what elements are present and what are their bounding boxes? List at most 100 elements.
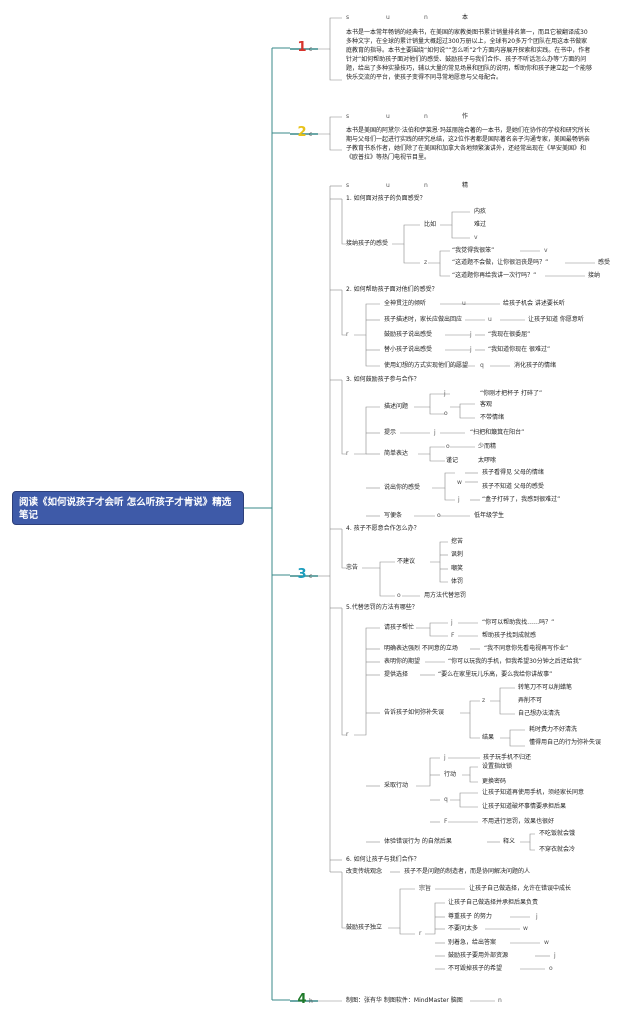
s1-node[interactable]: 接纳: [588, 272, 601, 279]
s5-node[interactable]: 结果: [482, 734, 495, 741]
s3-node[interactable]: “扫把和簸箕在阳台”: [470, 429, 525, 436]
branch-2-number[interactable]: 2: [297, 125, 307, 140]
s4-node[interactable]: 忠告: [346, 564, 359, 571]
branch-4-number[interactable]: 4: [297, 992, 307, 1007]
s3-node[interactable]: 谨记: [446, 457, 459, 464]
s2-title[interactable]: 2. 如何帮助孩子面对他们的感受？: [346, 286, 438, 293]
s3-node[interactable]: “你刚才把杯子 打碎了”: [480, 390, 543, 397]
s2-node[interactable]: 替小孩子说出感受: [384, 346, 433, 353]
s1-node[interactable]: 接纳孩子的感受: [346, 240, 389, 247]
s6-node[interactable]: 改变传统观念: [346, 868, 383, 875]
s6-node: j: [554, 952, 556, 959]
s6-title[interactable]: 6. 如何让孩子与我们合作？: [346, 856, 420, 863]
s2-node[interactable]: 孩子描述时，家长应做出回应: [384, 316, 463, 323]
s3-node[interactable]: “盒子打碎了，我感到很难过”: [482, 496, 561, 503]
s5-node[interactable]: 提供选择: [384, 671, 409, 678]
s5-node[interactable]: 请孩子帮忙: [384, 624, 415, 631]
s4-node[interactable]: 不建议: [397, 558, 416, 565]
s5-node[interactable]: 行动: [444, 771, 457, 778]
s3-node[interactable]: 太啰嗦: [478, 457, 497, 464]
s5-node[interactable]: 更换密码: [482, 778, 507, 785]
s3-title[interactable]: 3. 如何鼓励孩子参与合作？: [346, 376, 420, 383]
s6-node[interactable]: 宗旨: [419, 885, 432, 892]
s1-node[interactable]: 难过: [474, 221, 487, 228]
s5-node[interactable]: 不用进行惩罚，效果也很好: [482, 818, 555, 825]
s1-node[interactable]: 感受: [598, 259, 611, 266]
branch-3-number[interactable]: 3: [297, 567, 307, 582]
s5-node[interactable]: 告诉孩子如何弥补失误: [384, 709, 445, 716]
s2-node[interactable]: “我知道你现在 很难过”: [488, 346, 551, 353]
s3-node[interactable]: 低年级学生: [474, 512, 505, 519]
s5-node[interactable]: 孩子玩手机不归还: [483, 754, 532, 761]
s5-node[interactable]: 设置指纹锁: [482, 763, 513, 770]
b1-heading[interactable]: 本: [462, 14, 469, 21]
s5-node[interactable]: 不穿衣就会冷: [539, 846, 576, 853]
s1-node[interactable]: 内疚: [474, 208, 487, 215]
s5-title[interactable]: 5.代替惩罚的方法有哪些？: [346, 604, 418, 611]
s5-node[interactable]: 让孩子知道再使用手机，须经家长同意: [482, 789, 585, 796]
s4-node[interactable]: 挖苦: [451, 538, 464, 545]
s6-node[interactable]: 孩子不是问题的制造者，而是协同解决问题的人: [404, 868, 531, 875]
s6-node[interactable]: 尊重孩子 的努力: [448, 913, 492, 920]
s5-node[interactable]: “我不同意你先看电视再写作业”: [484, 645, 569, 652]
s5-node[interactable]: 让孩子知道破坏事情要承担后果: [482, 803, 567, 810]
s5-node[interactable]: “要么在家里玩儿乐高，要么我给你讲故事”: [438, 671, 553, 678]
s4-node[interactable]: 体罚: [451, 578, 464, 585]
s3-node[interactable]: 不带情绪: [480, 414, 505, 421]
s2-node[interactable]: 让孩子知道 你愿意听: [528, 316, 584, 323]
s5-node[interactable]: 表明你的期望: [384, 658, 421, 665]
s5-node[interactable]: 懂得用自己的行为弥补失误: [529, 739, 602, 746]
s6-node[interactable]: 鼓励孩子要用外部资源: [448, 952, 509, 959]
s2-node[interactable]: 使用幻想的方式实现他们的愿望: [384, 362, 469, 369]
s6-node[interactable]: 不可毁掉孩子的希望: [448, 965, 503, 972]
s5-node[interactable]: 弄削不可: [518, 697, 543, 704]
s1-node[interactable]: “这道题不会做，让你很沮丧是吗？”: [452, 259, 549, 266]
s2-node[interactable]: “我现在很委屈”: [488, 331, 531, 338]
b2-heading[interactable]: 作: [462, 113, 469, 120]
s6-node[interactable]: 别着急，给出答案: [448, 939, 497, 946]
s6-node[interactable]: 不要问太多: [448, 925, 479, 932]
root-topic[interactable]: 阅读《如何说孩子才会听 怎么听孩子才肯说》精选笔记: [12, 491, 244, 525]
s4-node[interactable]: 嘲笑: [451, 565, 464, 572]
s5-node[interactable]: 采取行动: [384, 782, 409, 789]
s5-node[interactable]: 帮助孩子找到成就感: [482, 632, 537, 639]
s2-node[interactable]: 全神贯注的倾听: [384, 300, 427, 307]
s5-node[interactable]: 不吃饭就会饿: [539, 830, 576, 837]
s2-node: u: [462, 300, 466, 307]
s3-node[interactable]: 简单表达: [384, 450, 409, 457]
s4-node[interactable]: 用方法代替惩罚: [424, 592, 467, 599]
s6-node[interactable]: 让孩子自己做选择并承担后果负责: [448, 899, 539, 906]
s6-node[interactable]: 鼓励孩子独立: [346, 924, 383, 931]
s3-node[interactable]: 孩子看得见 父母的情绪: [482, 469, 544, 476]
s1-node[interactable]: “这道题你再给我讲一次行吗？”: [452, 272, 537, 279]
s3-node[interactable]: 客观: [480, 401, 493, 408]
s5-node[interactable]: 自己想办法清洗: [518, 710, 561, 717]
s2-node[interactable]: 消化孩子的情绪: [514, 362, 557, 369]
s4-node[interactable]: 讽刺: [451, 551, 464, 558]
s3-node[interactable]: 少而精: [478, 443, 497, 450]
s1-node[interactable]: 比如: [424, 221, 437, 228]
s3-node[interactable]: 描述问题: [384, 403, 409, 410]
s4-title[interactable]: 4. 孩子不愿意合作怎么办？: [346, 525, 420, 532]
s3-node[interactable]: 写便条: [384, 512, 403, 519]
s1-title[interactable]: 1. 如何面对孩子的负面感受？: [346, 195, 426, 202]
s6-node[interactable]: 让孩子自己做选择，允许在错误中成长: [469, 885, 572, 892]
s2-node[interactable]: 给孩子机会 讲述要长听: [503, 300, 565, 307]
s5-node[interactable]: “你可以帮助我找……吗？”: [482, 619, 555, 626]
branch-1-number[interactable]: 1: [297, 40, 307, 55]
b1-heading-mark: s: [346, 14, 350, 21]
s3-node[interactable]: 说出你的感受: [384, 484, 421, 491]
s3-node[interactable]: 孩子不知道 父母的感受: [482, 483, 544, 490]
s5-node[interactable]: 体验错误行为 的自然后果: [384, 838, 452, 845]
s3-node[interactable]: 提示: [384, 429, 397, 436]
s5-node[interactable]: 释义: [503, 838, 516, 845]
s2-node[interactable]: 鼓励孩子说出感受: [384, 331, 433, 338]
s3-node: o: [446, 443, 450, 450]
s5-node[interactable]: 明确表达强烈 不同意的立场: [384, 645, 458, 652]
s5-node[interactable]: “你可以玩我的手机，但我希望30分钟之后还给我”: [448, 658, 582, 665]
s5-node[interactable]: 耗时费力不好清洗: [529, 726, 578, 733]
s1-node[interactable]: “我觉得我很笨”: [452, 247, 495, 254]
b3-heading[interactable]: 精: [462, 182, 469, 189]
b4-credit[interactable]: 制图：张有华 制图软件：MindMaster 脑图: [346, 997, 463, 1004]
s5-node[interactable]: 转笔刀不可以削蜡笔: [518, 684, 573, 691]
